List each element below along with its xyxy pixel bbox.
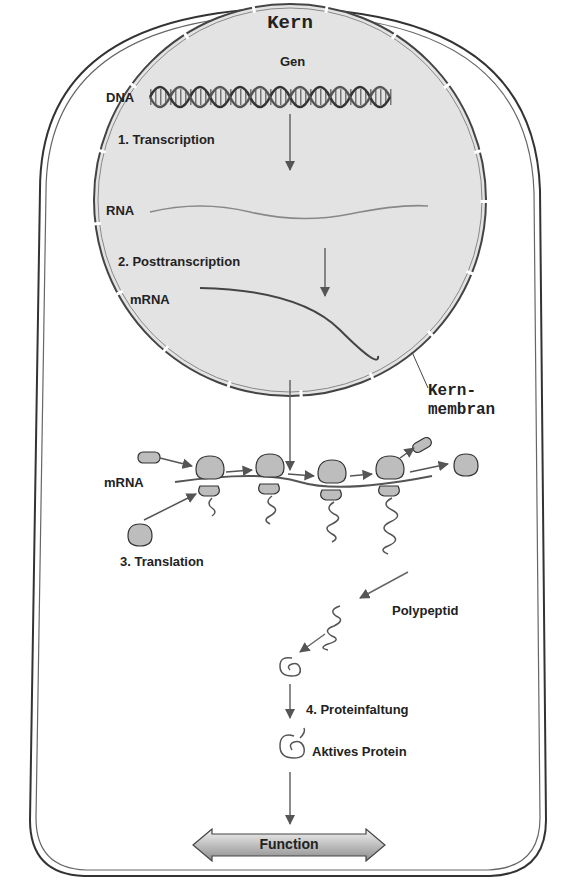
nuclear-envelope-inner xyxy=(98,8,482,392)
mrna-label: mRNA xyxy=(130,292,170,308)
mrna-strand xyxy=(200,288,378,360)
protein-label: Aktives Protein xyxy=(312,744,407,760)
membrane-label: Kern- membran xyxy=(428,382,504,420)
step-label: 4. Proteinfaltung xyxy=(306,702,409,718)
nuclear-pores xyxy=(96,6,484,394)
polypeptide-label: Polypeptid xyxy=(392,603,458,619)
step-label: 1. Transcription xyxy=(118,132,215,148)
dna-label: DNA xyxy=(106,90,134,106)
nuclear-envelope xyxy=(94,4,486,396)
node-text: Function xyxy=(192,836,386,852)
flow-arrows xyxy=(290,114,408,824)
gene-label: Gen xyxy=(280,54,305,70)
leader-line xyxy=(412,352,428,388)
node-text: Kern xyxy=(88,14,492,33)
rna-strand xyxy=(150,206,428,219)
mrna-label: mRNA xyxy=(104,475,144,491)
function-arrow: Function xyxy=(192,828,386,862)
double-arrow-outline xyxy=(193,829,385,861)
step-label: 3. Translation xyxy=(120,554,204,570)
rna-label: RNA xyxy=(106,203,134,219)
translation xyxy=(128,436,478,758)
dna-helix xyxy=(150,87,392,107)
step-label: 2. Posttranscription xyxy=(118,254,240,270)
